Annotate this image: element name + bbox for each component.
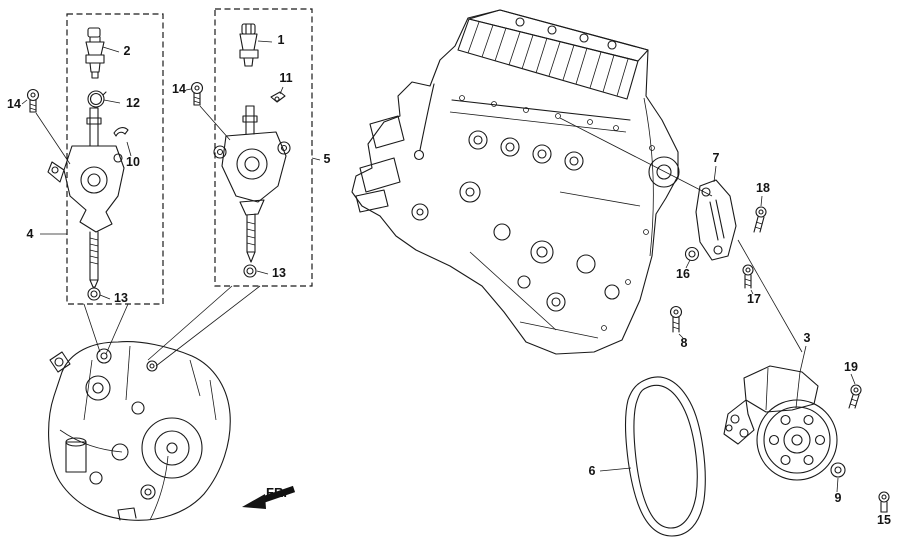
- bolt-15-drawing: [878, 491, 890, 513]
- speedometer-gear-assembly-b: [213, 23, 291, 278]
- leader-lines: [21, 40, 856, 493]
- callout-15-label[interactable]: 15: [877, 513, 891, 527]
- callout-14-left-label[interactable]: 14: [7, 97, 21, 111]
- washer-9-drawing: [830, 462, 846, 478]
- callout-8-label[interactable]: 8: [681, 336, 688, 350]
- callout-10-label[interactable]: 10: [126, 155, 140, 169]
- power-steering-pump-drawing: [723, 365, 838, 481]
- callout-13-a-label[interactable]: 13: [114, 291, 128, 305]
- callout-19-label[interactable]: 19: [844, 360, 858, 374]
- callout-14-right-label[interactable]: 14: [172, 82, 186, 96]
- sensor-part-drawing: [85, 27, 105, 79]
- callout-1-label[interactable]: 1: [278, 33, 285, 47]
- bolt-14-right-drawing: [190, 81, 231, 141]
- fr-arrow-shaft: [260, 485, 296, 504]
- callout-9-label[interactable]: 9: [835, 491, 842, 505]
- sensor-part-b-drawing: [239, 23, 259, 67]
- transmission-housing-drawing: [48, 341, 231, 521]
- assembly-box-b: [214, 8, 313, 287]
- clip-drawing: [113, 127, 129, 137]
- callout-6-label[interactable]: 6: [589, 464, 596, 478]
- callout-3-label[interactable]: 3: [804, 331, 811, 345]
- callout-16-label[interactable]: 16: [676, 267, 690, 281]
- callout-labels: 2 1 14 12 11 14 10 5 4 13 13 7 18 16 17 …: [7, 33, 891, 527]
- gear-housing-b-drawing: [213, 105, 291, 263]
- callout-13-b-label[interactable]: 13: [272, 266, 286, 280]
- callout-7-label[interactable]: 7: [713, 151, 720, 165]
- callout-18-label[interactable]: 18: [756, 181, 770, 195]
- washer-16-drawing: [684, 246, 700, 262]
- fr-arrow-head: [242, 494, 266, 509]
- bolt-17-drawing: [742, 264, 754, 289]
- assembly-box-a: [66, 13, 164, 305]
- bolt-8-drawing: [669, 305, 683, 333]
- bolt-14-left-drawing: [26, 88, 71, 165]
- bolt-19-drawing: [848, 384, 862, 409]
- fr-label: FR.: [266, 485, 287, 500]
- callout-5-label[interactable]: 5: [324, 152, 331, 166]
- fr-direction-arrow: FR.: [242, 485, 296, 509]
- callout-11-label[interactable]: 11: [279, 71, 292, 85]
- callout-12-label[interactable]: 12: [126, 96, 140, 110]
- callout-17-label[interactable]: 17: [747, 292, 761, 306]
- gear-housing-a-drawing: [47, 107, 125, 288]
- drive-belt-drawing: [625, 376, 706, 537]
- clip-b-drawing: [270, 91, 286, 103]
- callout-2-label[interactable]: 2: [124, 44, 131, 58]
- callout-4-label[interactable]: 4: [27, 227, 34, 241]
- o-ring-b-drawing: [243, 264, 257, 278]
- circlip-drawing: [87, 90, 107, 108]
- bolt-18-drawing: [753, 206, 767, 233]
- engine-block-drawing: [351, 9, 680, 355]
- adjust-bracket-drawing: [695, 179, 737, 261]
- o-ring-a-drawing: [87, 287, 101, 301]
- speedometer-gear-assembly-a: [47, 27, 129, 301]
